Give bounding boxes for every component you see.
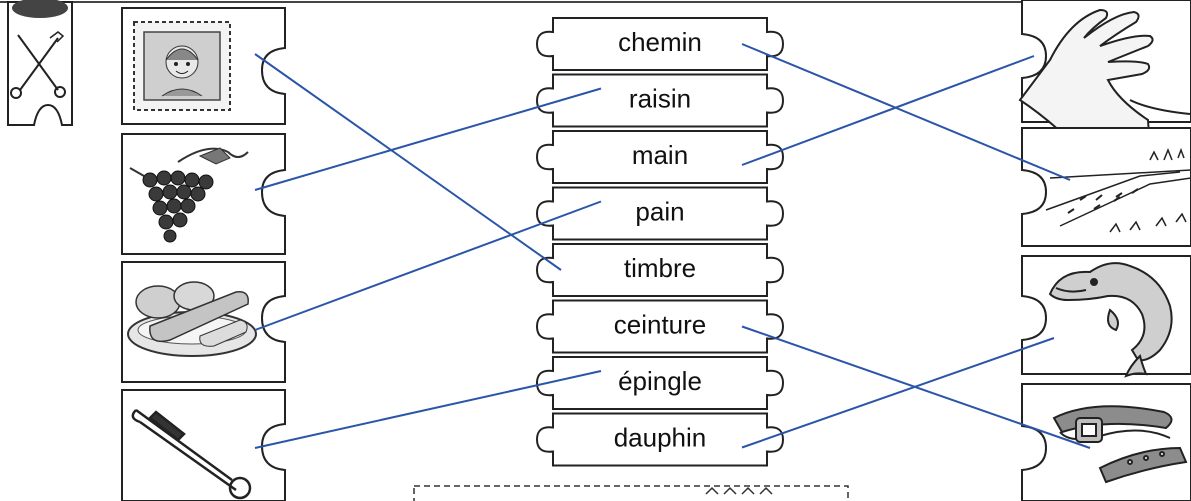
match-line [254, 200, 602, 331]
safety-pin-icon [131, 408, 252, 500]
word-tile-frame [535, 356, 785, 410]
word-label: ceinture [614, 309, 707, 339]
left-tile-grapes[interactable] [121, 133, 286, 255]
stamp-icon [133, 21, 231, 111]
word-tile[interactable]: timbre [535, 243, 785, 297]
left-tile-stamp[interactable] [121, 7, 286, 125]
word-column: chemin raisin main pain timbre ceinture épingl… [535, 17, 785, 467]
word-tile[interactable]: ceinture [535, 299, 785, 354]
word-tile-frame [535, 299, 785, 354]
dolphin-icon [1048, 262, 1173, 378]
cut-out-box [413, 485, 849, 501]
left-tile-bread[interactable] [121, 261, 286, 383]
right-tile-dolphin[interactable] [1021, 255, 1191, 378]
instruction-tile [7, 0, 73, 126]
word-tile[interactable]: pain [535, 186, 785, 241]
belt-icon [1052, 405, 1188, 484]
word-tile-frame [535, 412, 785, 467]
word-tile-frame [535, 186, 785, 241]
word-tile[interactable]: dauphin [535, 412, 785, 467]
word-label: pain [635, 196, 684, 226]
word-tile-frame [535, 243, 785, 297]
match-line [741, 337, 1055, 449]
word-label: raisin [629, 83, 691, 113]
path-icon [1045, 147, 1191, 233]
scissors-icon [10, 31, 66, 99]
matching-lines [254, 43, 1091, 449]
word-tile-frame [535, 17, 785, 71]
word-label: épingle [618, 366, 702, 396]
word-tile[interactable]: chemin [535, 17, 785, 71]
left-picture-column [121, 7, 286, 501]
bread-icon [127, 281, 257, 357]
match-line [254, 370, 602, 449]
right-tile-belt[interactable] [1021, 383, 1191, 501]
match-line [254, 87, 602, 191]
word-label: chemin [618, 27, 702, 57]
right-picture-column [1018, 0, 1191, 501]
match-line [741, 43, 1071, 181]
word-tile[interactable]: épingle [535, 356, 785, 410]
match-line [254, 53, 562, 271]
word-tile-frame [535, 73, 785, 128]
right-tile-path[interactable] [1021, 127, 1191, 247]
grapes-icon [129, 147, 249, 243]
word-label: dauphin [614, 422, 707, 452]
word-tile-frame [535, 130, 785, 184]
match-line [741, 55, 1035, 166]
hand-icon [1018, 8, 1191, 151]
left-tile-safety-pin[interactable] [121, 389, 286, 501]
word-tile[interactable]: raisin [535, 73, 785, 128]
match-line [741, 325, 1091, 449]
word-label: timbre [624, 253, 696, 283]
word-tile[interactable]: main [535, 130, 785, 184]
word-label: main [632, 140, 688, 170]
right-tile-hand[interactable] [1018, 0, 1191, 151]
